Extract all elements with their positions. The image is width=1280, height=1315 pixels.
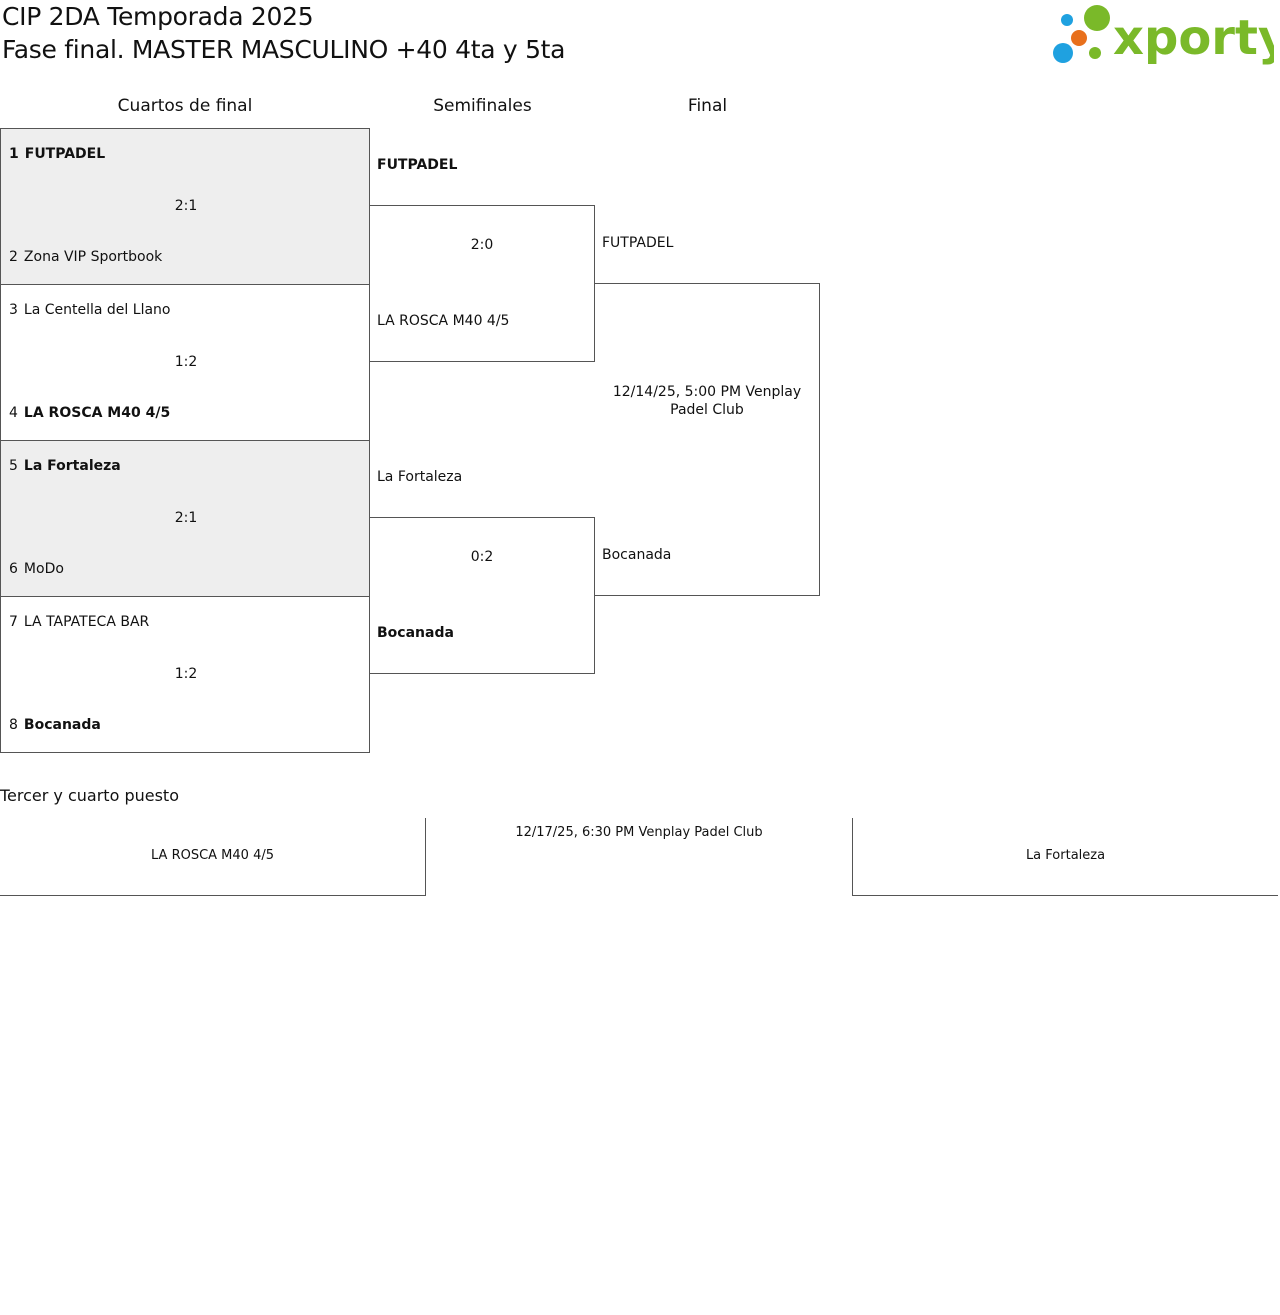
third-place-match-info: 12/17/25, 6:30 PM Venplay Padel Club	[515, 825, 763, 840]
third-place-team1-box[interactable]: LA ROSCA M40 4/5	[0, 818, 426, 896]
qf2-score: 1:2	[174, 354, 198, 370]
page-subtitle: Fase final. MASTER MASCULINO +40 4ta y 5…	[2, 35, 566, 64]
third-place-team1: LA ROSCA M40 4/5	[151, 848, 274, 863]
qf1-score: 2:1	[174, 198, 198, 214]
third-place-team2-box[interactable]: La Fortaleza	[852, 818, 1278, 896]
page-title: CIP 2DA Temporada 2025	[2, 2, 314, 31]
sf2-team1: La Fortaleza	[377, 469, 463, 485]
final-team1: FUTPADEL	[602, 235, 674, 251]
qf3-score: 2:1	[174, 510, 198, 526]
third-place-team2: La Fortaleza	[1025, 848, 1106, 863]
sf1-team2: LA ROSCA M40 4/5	[377, 313, 510, 329]
sf2-score: 0:2	[470, 549, 494, 565]
round-title-final: Final	[687, 96, 728, 116]
final-match-info: 12/14/25, 5:00 PM Venplay Padel Club	[612, 384, 802, 418]
semifinal-match-2[interactable]: 0:2	[370, 517, 595, 674]
xporty-logo-text: xporty	[1113, 10, 1274, 66]
semifinal-match-1[interactable]: 2:0	[370, 205, 595, 362]
third-place-title: Tercer y cuarto puesto	[0, 786, 179, 805]
final-match[interactable]: 12/14/25, 5:00 PM Venplay Padel Club	[595, 283, 820, 596]
round-title-semifinals: Semifinales	[433, 96, 532, 116]
round-title-quarterfinals: Cuartos de final	[117, 96, 253, 116]
sf2-team2: Bocanada	[377, 625, 454, 641]
xporty-logo-mark: xporty	[1053, 5, 1280, 66]
xporty-logo[interactable]: xporty	[1052, 4, 1280, 66]
qf4-score: 1:2	[174, 666, 198, 682]
sf1-score: 2:0	[470, 237, 494, 253]
final-team2: Bocanada	[602, 547, 672, 563]
sf1-team1: FUTPADEL	[377, 157, 458, 173]
